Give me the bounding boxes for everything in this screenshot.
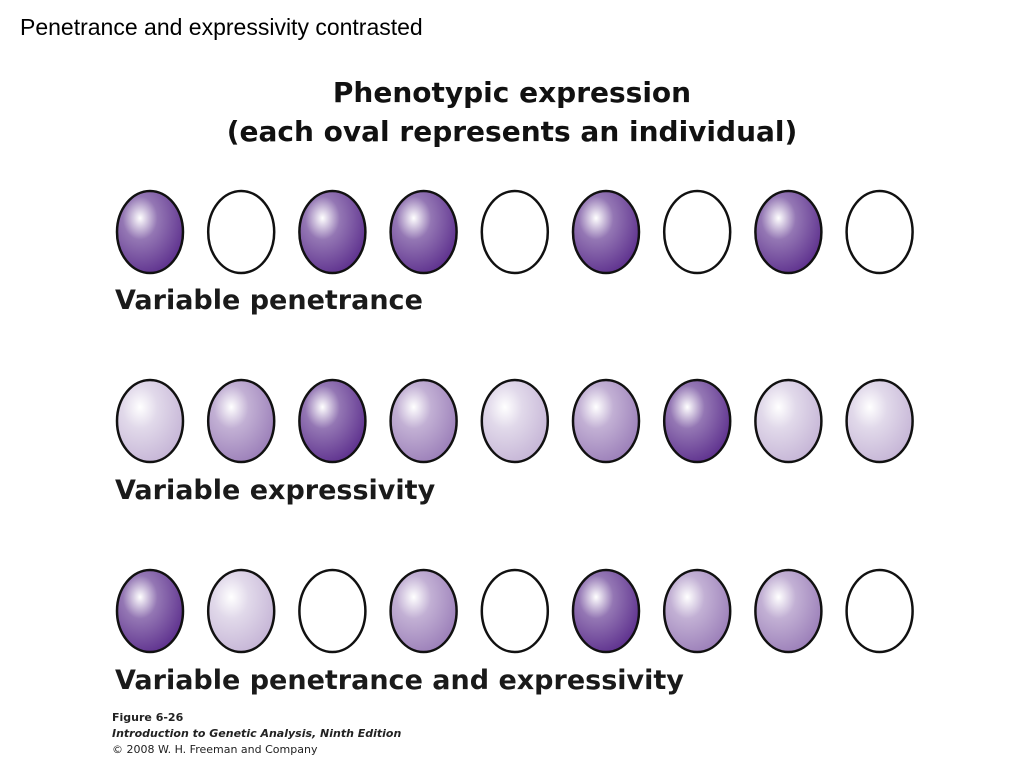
individual-oval [115,568,185,654]
individual-oval [298,378,367,464]
individual-oval [298,568,367,654]
individual-oval [845,189,914,275]
figure-subheading: (each oval represents an individual) [226,115,798,148]
individual-oval [480,568,550,654]
slide-title: Penetrance and expressivity contrasted [20,14,423,40]
row-label-expressivity: Variable expressivity [115,475,436,506]
individual-oval [206,568,276,654]
individual-oval [389,568,458,654]
individual-oval [298,189,367,275]
copyright-notice: © 2008 W. H. Freeman and Company [112,743,318,756]
individual-oval [206,378,276,464]
individual-oval [571,378,641,464]
individual-oval [754,568,823,654]
individual-oval [480,378,550,464]
individual-oval [115,378,185,464]
individual-oval [754,189,823,275]
individual-oval [389,189,458,275]
individual-oval [754,378,823,464]
individual-oval [480,189,550,275]
individual-oval [845,378,914,464]
row-label-both: Variable penetrance and expressivity [115,665,684,696]
individual-oval [115,189,185,275]
individual-oval [571,189,641,275]
book-title: Introduction to Genetic Analysis, Ninth … [112,727,402,740]
individual-oval [845,568,914,654]
individual-oval [571,568,641,654]
individual-oval [662,378,732,464]
individual-oval [662,189,732,275]
row-label-penetrance: Variable penetrance [115,285,423,316]
figure-number: Figure 6-26 [112,711,184,724]
figure-heading: Phenotypic expression [332,76,692,109]
individual-oval [662,568,732,654]
individual-oval [206,189,276,275]
individual-oval [389,378,458,464]
